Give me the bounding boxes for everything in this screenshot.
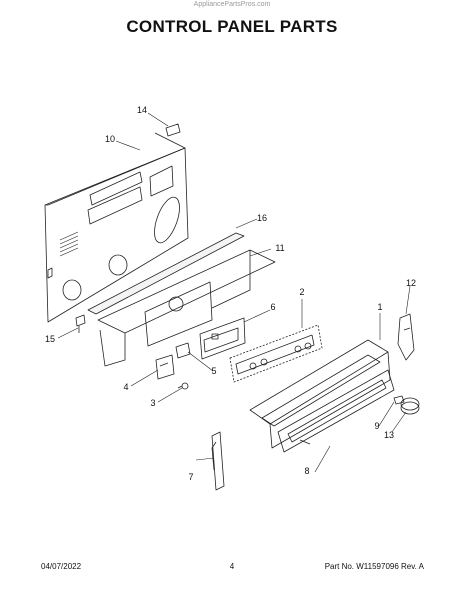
screw-part-3: [177, 382, 189, 390]
bracket-part-12: [397, 313, 415, 361]
footer-page-number: 4: [229, 562, 235, 571]
callout-7: 7: [188, 472, 193, 482]
overlay-part-2: [229, 324, 323, 383]
callout-5: 5: [211, 366, 216, 376]
control-panel-part-1: [249, 339, 391, 449]
callout-2: 2: [299, 287, 304, 297]
callout-4: 4: [123, 382, 128, 392]
callout-12: 12: [406, 278, 416, 288]
side-bracket-part-7: [211, 431, 225, 491]
callout-8: 8: [304, 466, 309, 476]
rear-panel-part-10: [44, 132, 189, 323]
leader-lines: [57, 112, 411, 473]
connector-part-4: [155, 354, 175, 380]
switch-part-5: [175, 342, 191, 359]
callout-3: 3: [150, 398, 155, 408]
callout-10: 10: [105, 134, 115, 144]
callout-13: 13: [384, 430, 394, 440]
callout-9: 9: [374, 421, 379, 431]
footer-part-number: Part No. W11597096 Rev. A: [324, 562, 424, 571]
callout-1: 1: [377, 302, 382, 312]
callout-15: 15: [45, 334, 55, 344]
knob-part-13: [400, 397, 420, 415]
clip-part-15: [75, 314, 86, 333]
callout-11: 11: [275, 243, 284, 253]
callout-14: 14: [137, 105, 147, 115]
page-title: CONTROL PANEL PARTS: [126, 17, 338, 36]
watermark: AppliancePartsPros.com: [193, 1, 271, 8]
screw-part-14: [165, 123, 181, 137]
lower-overlay-part-8: [277, 369, 395, 453]
callout-6: 6: [270, 302, 275, 312]
callout-16: 16: [257, 213, 267, 223]
trim-strip-part-16: [87, 232, 245, 315]
control-board-part-6: [199, 317, 246, 360]
footer-date: 04/07/2022: [41, 562, 82, 571]
screw-part-9: [393, 395, 405, 405]
channel-bracket-part-11: [97, 249, 276, 367]
